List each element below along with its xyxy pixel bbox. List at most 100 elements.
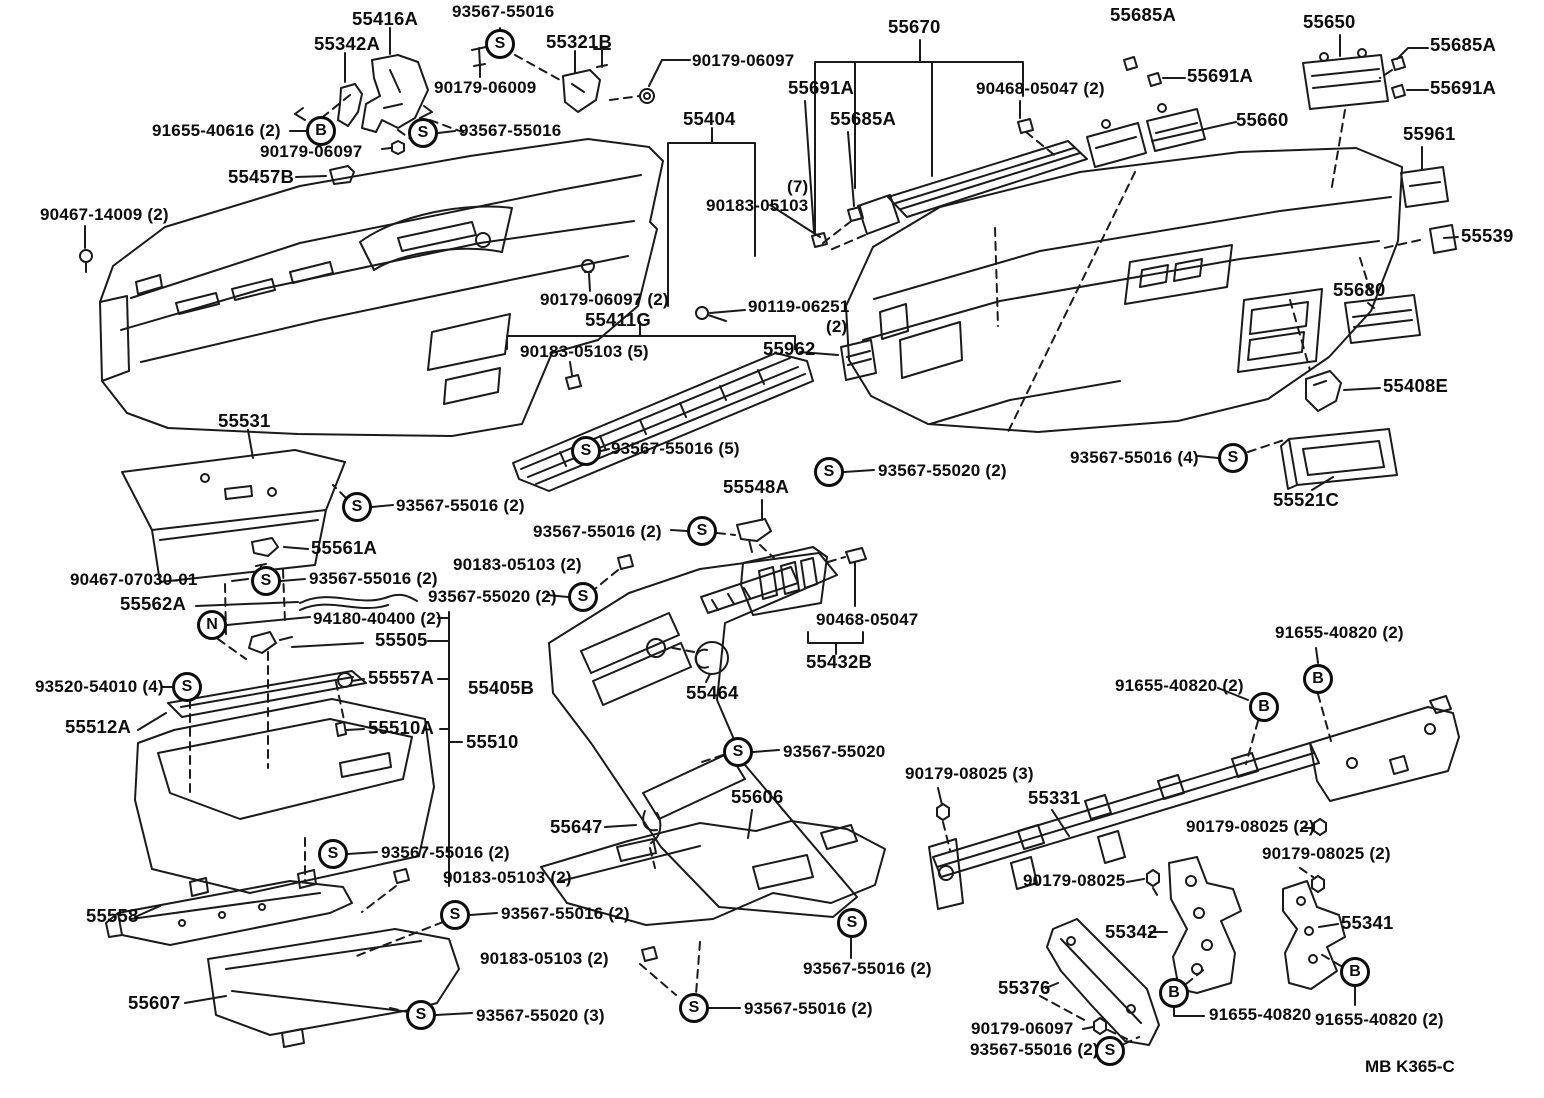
fastener-marker-s[interactable]: S (408, 118, 438, 148)
part-label-93567-55016-2[interactable]: 93567-55016 (2) (533, 522, 662, 541)
fastener-marker-s[interactable]: S (318, 839, 348, 869)
part-label-55404[interactable]: 55404 (683, 108, 736, 129)
part-label-55512A[interactable]: 55512A (65, 716, 132, 737)
part-label-55416A[interactable]: 55416A (352, 8, 419, 29)
fastener-marker-b[interactable]: B (1159, 978, 1189, 1008)
fastener-marker-s[interactable]: S (251, 566, 281, 596)
part-label-93567-55016-2[interactable]: 93567-55016 (2) (501, 904, 630, 923)
part-label-94180-40400-2[interactable]: 94180-40400 (2) (313, 609, 442, 628)
part-label-93567-55016-5[interactable]: 93567-55016 (5) (611, 439, 740, 458)
part-label-55321B[interactable]: 55321B (546, 31, 613, 52)
part-label-93567-55016-4[interactable]: 93567-55016 (4) (1070, 448, 1199, 467)
part-label-55464[interactable]: 55464 (686, 682, 739, 703)
part-label-7[interactable]: (7) (787, 177, 809, 196)
fastener-marker-s[interactable]: S (172, 672, 202, 702)
part-label-90179-08025-3[interactable]: 90179-08025 (3) (905, 764, 1034, 783)
part-label-55405B[interactable]: 55405B (468, 677, 535, 698)
part-label-55408E[interactable]: 55408E (1383, 375, 1448, 396)
part-label-55521C[interactable]: 55521C (1273, 489, 1340, 510)
part-label-90179-06009[interactable]: 90179-06009 (434, 78, 537, 97)
part-label-55557A[interactable]: 55557A (368, 667, 435, 688)
part-label-93567-55020-2[interactable]: 93567-55020 (2) (878, 461, 1007, 480)
part-label-90183-05103[interactable]: 90183-05103 (706, 196, 809, 215)
fastener-marker-s[interactable]: S (679, 993, 709, 1023)
part-label-90179-08025-2[interactable]: 90179-08025 (2) (1262, 844, 1391, 863)
part-label-55680[interactable]: 55680 (1333, 279, 1386, 300)
part-label-55670[interactable]: 55670 (888, 16, 941, 37)
part-label-90467-07030-01[interactable]: 90467-07030-01 (70, 570, 198, 589)
part-label-91655-40820[interactable]: 91655-40820 (1209, 1005, 1312, 1024)
fastener-marker-s[interactable]: S (440, 900, 470, 930)
fastener-marker-b[interactable]: B (1249, 692, 1279, 722)
part-label-93567-55020-2[interactable]: 93567-55020 (2) (428, 587, 557, 606)
part-label-55342[interactable]: 55342 (1105, 921, 1158, 942)
part-label-93567-55016-2[interactable]: 93567-55016 (2) (396, 496, 525, 515)
part-label-55606[interactable]: 55606 (731, 786, 784, 807)
part-label-55531[interactable]: 55531 (218, 410, 271, 431)
part-label-90183-05103-2[interactable]: 90183-05103 (2) (453, 555, 582, 574)
part-label-55691A[interactable]: 55691A (788, 77, 855, 98)
fastener-marker-s[interactable]: S (571, 436, 601, 466)
part-label-55505[interactable]: 55505 (375, 629, 428, 650)
fastener-marker-s[interactable]: S (1218, 443, 1248, 473)
part-label-93567-55020[interactable]: 93567-55020 (783, 742, 886, 761)
fastener-marker-s[interactable]: S (687, 516, 717, 546)
part-label-93567-55016-2[interactable]: 93567-55016 (2) (381, 843, 510, 862)
part-label-55510[interactable]: 55510 (466, 731, 519, 752)
part-label-90119-06251[interactable]: 90119-06251 (748, 297, 850, 316)
part-label-55561A[interactable]: 55561A (311, 537, 378, 558)
part-label-90179-08025[interactable]: 90179-08025 (1023, 871, 1126, 890)
fastener-marker-b[interactable]: B (306, 116, 336, 146)
fastener-marker-s[interactable]: S (814, 457, 844, 487)
fastener-marker-s[interactable]: S (485, 29, 515, 59)
part-label-90183-05103-2[interactable]: 90183-05103 (2) (480, 949, 609, 968)
part-label-55961[interactable]: 55961 (1403, 123, 1456, 144)
part-label-55548A[interactable]: 55548A (723, 476, 790, 497)
part-label-55376[interactable]: 55376 (998, 977, 1051, 998)
part-label-93567-55016[interactable]: 93567-55016 (452, 2, 555, 21)
part-label-93567-55016-2[interactable]: 93567-55016 (2) (744, 999, 873, 1018)
part-label-93567-55016-2[interactable]: 93567-55016 (2) (309, 569, 438, 588)
part-label-55650[interactable]: 55650 (1303, 11, 1356, 32)
part-label-55510A[interactable]: 55510A (368, 717, 435, 738)
part-label-90179-06097-2[interactable]: 90179-06097 (2) (540, 290, 669, 309)
part-label-93567-55016-2[interactable]: 93567-55016 (2) (803, 959, 932, 978)
part-label-55691A[interactable]: 55691A (1430, 77, 1497, 98)
part-label-55647[interactable]: 55647 (550, 816, 603, 837)
part-label-90467-14009-2[interactable]: 90467-14009 (2) (40, 205, 169, 224)
part-label-90468-05047-2[interactable]: 90468-05047 (2) (976, 79, 1105, 98)
part-label-55685A[interactable]: 55685A (1110, 4, 1177, 25)
part-label-55558[interactable]: 55558 (86, 905, 139, 926)
part-label-90468-05047[interactable]: 90468-05047 (816, 610, 919, 629)
part-label-55411G[interactable]: 55411G (585, 309, 652, 330)
part-label-90183-05103-5[interactable]: 90183-05103 (5) (520, 342, 649, 361)
part-label-55607[interactable]: 55607 (128, 992, 181, 1013)
part-label-55342A[interactable]: 55342A (314, 33, 381, 54)
part-label-90179-06097[interactable]: 90179-06097 (971, 1019, 1074, 1038)
part-label-91655-40820-2[interactable]: 91655-40820 (2) (1315, 1010, 1444, 1029)
part-label-55341[interactable]: 55341 (1341, 912, 1394, 933)
part-label-93520-54010-4[interactable]: 93520-54010 (4) (35, 677, 164, 696)
part-label-90179-06097[interactable]: 90179-06097 (260, 142, 363, 161)
fastener-marker-s[interactable]: S (342, 492, 372, 522)
part-label-55331[interactable]: 55331 (1028, 787, 1081, 808)
part-label-55685A[interactable]: 55685A (1430, 34, 1497, 55)
part-label-93567-55016-2[interactable]: 93567-55016 (2) (970, 1040, 1099, 1059)
part-label-91655-40820-2[interactable]: 91655-40820 (2) (1115, 676, 1244, 695)
part-label-55962[interactable]: 55962 (763, 338, 816, 359)
part-label-91655-40616-2[interactable]: 91655-40616 (2) (152, 121, 281, 140)
part-label-55539[interactable]: 55539 (1461, 225, 1514, 246)
fastener-marker-s[interactable]: S (406, 1000, 436, 1030)
part-label-55432B[interactable]: 55432B (806, 651, 873, 672)
fastener-marker-b[interactable]: B (1340, 957, 1370, 987)
fastener-marker-s[interactable]: S (568, 582, 598, 612)
part-label-90179-08025-2[interactable]: 90179-08025 (2) (1186, 817, 1315, 836)
part-label-55457B[interactable]: 55457B (228, 166, 295, 187)
part-label-55691A[interactable]: 55691A (1187, 65, 1254, 86)
part-label-90179-06097[interactable]: 90179-06097 (692, 51, 795, 70)
fastener-marker-s[interactable]: S (723, 737, 753, 767)
part-label-93567-55016[interactable]: 93567-55016 (459, 121, 562, 140)
part-label-91655-40820-2[interactable]: 91655-40820 (2) (1275, 623, 1404, 642)
fastener-marker-s[interactable]: S (837, 908, 867, 938)
fastener-marker-s[interactable]: S (1095, 1036, 1125, 1066)
